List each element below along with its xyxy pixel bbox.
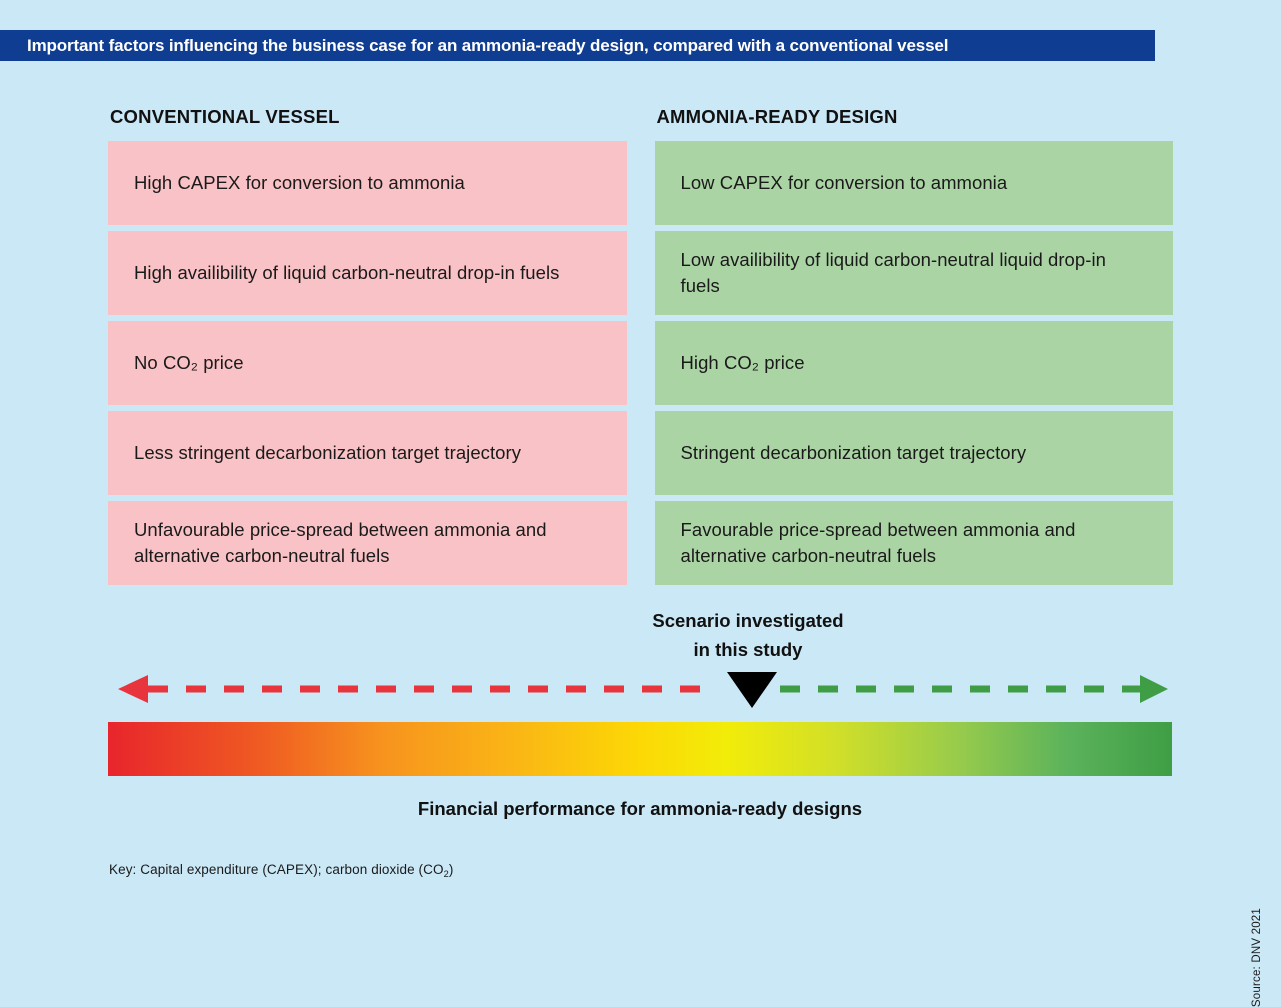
factor-cell: No CO₂ price xyxy=(108,321,627,405)
key-note: Key: Capital expenditure (CAPEX); carbon… xyxy=(109,862,454,879)
factor-cell: High CO₂ price xyxy=(654,321,1173,405)
factor-text: Less stringent decarbonization target tr… xyxy=(134,442,521,463)
factor-cell: Stringent decarbonization target traject… xyxy=(654,411,1173,495)
factor-text: No CO₂ price xyxy=(134,352,244,373)
left-arrow-dashed-icon xyxy=(118,675,718,703)
factor-cell: Less stringent decarbonization target tr… xyxy=(108,411,627,495)
performance-axis xyxy=(108,672,1172,708)
scenario-annotation: Scenario investigated in this study xyxy=(548,606,948,664)
column-conventional-vessel: CONVENTIONAL VESSEL High CAPEX for conve… xyxy=(108,105,627,591)
factor-text: Low CAPEX for conversion to ammonia xyxy=(680,172,1008,193)
factor-text: Unfavourable price-spread between ammoni… xyxy=(134,519,547,566)
column-ammonia-ready-design: AMMONIA-READY DESIGN Low CAPEX for conve… xyxy=(654,105,1173,591)
scenario-label-line1: Scenario investigated xyxy=(652,610,844,631)
key-note-subscript: 2 xyxy=(443,868,449,879)
column-heading-ammonia-ready: AMMONIA-READY DESIGN xyxy=(656,106,898,127)
factor-cell: Favourable price-spread between ammonia … xyxy=(654,501,1173,585)
performance-gradient-bar xyxy=(108,722,1172,776)
gradient-bar-caption: Financial performance for ammonia-ready … xyxy=(417,798,863,819)
factor-cell: High CAPEX for conversion to ammonia xyxy=(108,141,627,225)
scenario-label-line2: in this study xyxy=(693,639,803,660)
right-arrow-dashed-icon xyxy=(780,675,1168,703)
factor-cell: High availibility of liquid carbon-neutr… xyxy=(108,231,627,315)
source-credit: Source: DNV 2021 xyxy=(1251,908,1263,1007)
factor-text: Low availibility of liquid carbon-neutra… xyxy=(680,249,1106,296)
banner: Important factors influencing the busine… xyxy=(0,30,1155,61)
key-note-prefix: Key: Capital expenditure (CAPEX); carbon… xyxy=(109,862,444,877)
factor-text: High CAPEX for conversion to ammonia xyxy=(134,172,465,193)
factor-text: High availibility of liquid carbon-neutr… xyxy=(134,262,560,283)
down-triangle-marker-icon xyxy=(727,672,777,708)
banner-title: Important factors influencing the busine… xyxy=(27,35,949,55)
column-heading-conventional: CONVENTIONAL VESSEL xyxy=(110,106,340,127)
factor-cell: Unfavourable price-spread between ammoni… xyxy=(108,501,627,585)
comparison-columns: CONVENTIONAL VESSEL High CAPEX for conve… xyxy=(108,105,1173,591)
factor-text: Favourable price-spread between ammonia … xyxy=(680,519,1076,566)
factor-cell: Low CAPEX for conversion to ammonia xyxy=(654,141,1173,225)
factor-text: High CO₂ price xyxy=(680,352,805,373)
factor-cell: Low availibility of liquid carbon-neutra… xyxy=(654,231,1173,315)
factor-text: Stringent decarbonization target traject… xyxy=(680,442,1027,463)
key-note-suffix: ) xyxy=(448,862,454,877)
